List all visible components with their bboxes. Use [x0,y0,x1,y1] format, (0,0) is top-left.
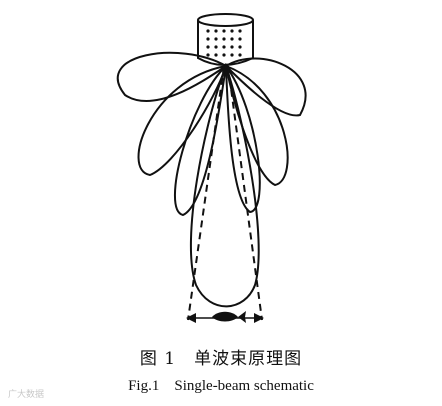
transducer-dot [238,45,242,49]
transducer-dot [230,37,234,41]
transducer-dot [214,45,218,49]
main-lobe [189,63,260,308]
transducer-dot [222,53,226,57]
side-lobe-left-middle [137,64,228,177]
transducer-dot [230,53,234,57]
figure-caption-chinese: 图 1 单波束原理图 [139,349,303,369]
fish-icon [212,311,246,323]
transducer-dot [214,37,218,41]
transducer-dot [214,29,218,33]
transducer-dot [222,29,226,33]
transducer-dot [214,53,218,57]
transducer-dot [230,29,234,33]
side-lobe-left-upper [116,51,228,102]
beam-width-lines [187,65,263,321]
transducer-dot [230,45,234,49]
transducer-dot [238,53,242,57]
transducer-dot [206,37,210,41]
figure-caption-english: Fig.1 Single-beam schematic [128,378,314,394]
transducer-dot [206,53,210,57]
side-lobe-right-upper [224,57,307,117]
transducer-dot [222,45,226,49]
side-lobe-left-lower [174,63,228,217]
transducer-dot [238,37,242,41]
transducer-dot [238,29,242,33]
side-lobe-right-middle [224,64,289,187]
transducer-dot [222,37,226,41]
single-beam-diagram [116,13,307,323]
transducer-dot [206,45,210,49]
side-lobe-right-lower [224,62,261,214]
side-lobes [116,51,307,217]
watermark-logo: 广大数据 [8,390,45,400]
transducer-dot [206,29,210,33]
